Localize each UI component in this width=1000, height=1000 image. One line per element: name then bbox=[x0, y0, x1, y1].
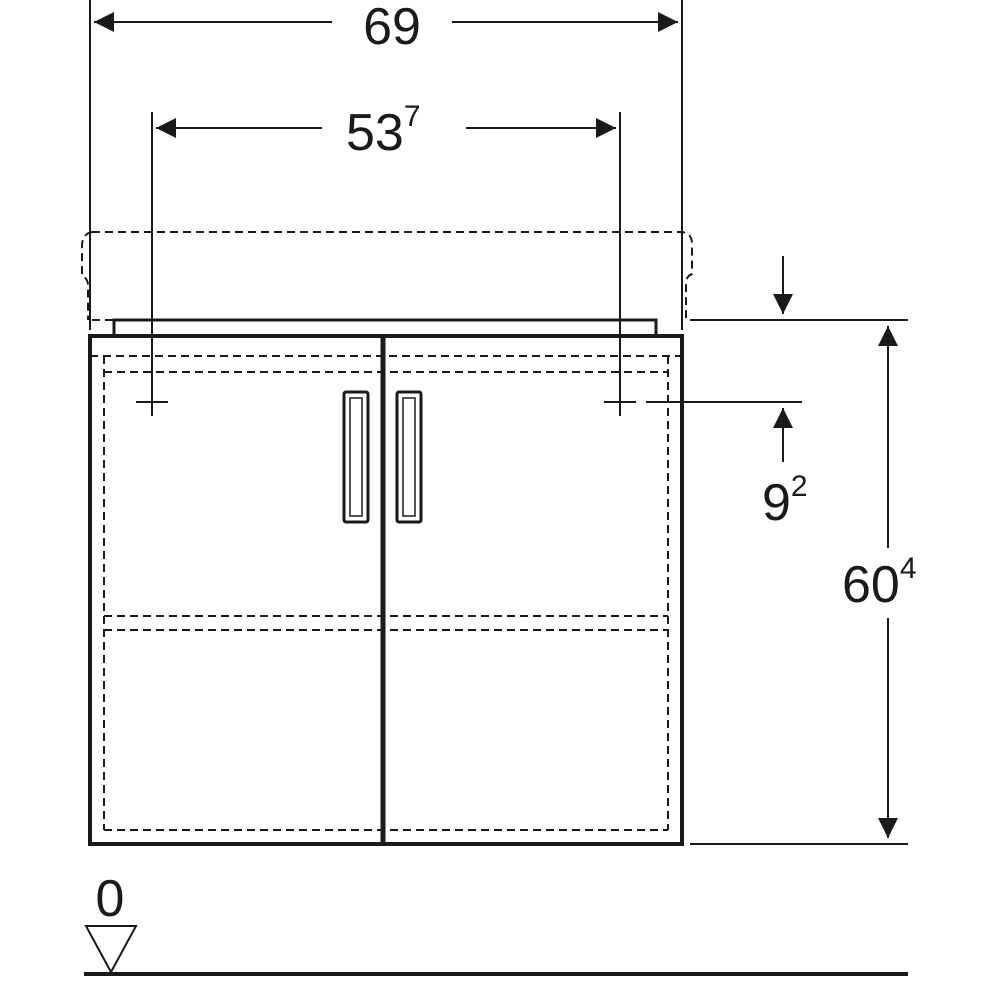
basin-outline bbox=[81, 231, 693, 321]
right-door-handle bbox=[395, 390, 423, 524]
drain-height-dimension bbox=[646, 256, 802, 462]
cabinet-height-label: 604 bbox=[842, 552, 917, 614]
cabinet-body bbox=[88, 334, 684, 846]
cabinet-internal-lines bbox=[90, 355, 682, 831]
overall-width-dimension bbox=[89, 0, 683, 330]
right-drain-marker bbox=[604, 112, 636, 416]
floor-level-triangle bbox=[84, 925, 138, 975]
left-door-handle bbox=[342, 390, 370, 524]
right-door-handle-inner bbox=[402, 397, 416, 517]
left-drain-marker bbox=[136, 112, 168, 416]
drain-spacing-label: 537 bbox=[346, 100, 421, 162]
floor-level-label: 0 bbox=[96, 870, 125, 928]
countertop bbox=[112, 318, 658, 336]
drain-height-label: 92 bbox=[762, 470, 808, 532]
cabinet-height-dimension bbox=[690, 319, 908, 845]
left-door-handle-inner bbox=[349, 397, 363, 517]
overall-width-label: 69 bbox=[363, 0, 421, 56]
